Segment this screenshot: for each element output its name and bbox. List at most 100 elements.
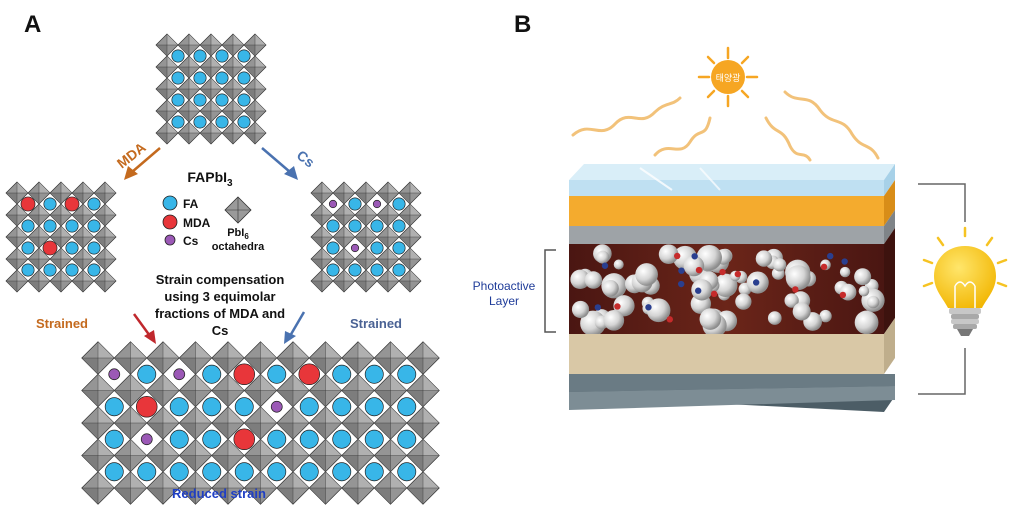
- fa-cation: [370, 219, 384, 233]
- pbi6-octahedron: [113, 471, 148, 505]
- light-rays: [571, 90, 880, 162]
- pbi6-octahedron: [27, 225, 51, 249]
- perovskite-particles: [570, 244, 885, 338]
- perovskite-grain: [755, 250, 773, 267]
- pbi6-octahedron: [221, 33, 245, 57]
- perovskite-grain: [635, 263, 658, 286]
- perovskite-grain: [839, 266, 851, 278]
- cs-arrow: Cs: [261, 147, 318, 180]
- pbi6-octahedron: [398, 203, 422, 227]
- perovskite-grain: [854, 310, 879, 335]
- pbi6-octahedron: [49, 247, 73, 271]
- pbi6-octahedron: [221, 55, 245, 79]
- pbi6-octahedron: [27, 203, 51, 227]
- pbi6-octahedron: [177, 121, 201, 145]
- pbi6-octahedron: [27, 181, 51, 205]
- lattice-mda-strained: [5, 181, 117, 293]
- legend-mda-marker: [162, 214, 178, 230]
- pbi6-octahedron: [71, 247, 95, 271]
- pbi6-octahedron: [276, 471, 310, 505]
- fa-cation: [215, 71, 229, 85]
- pbi6-octahedron: [310, 181, 334, 205]
- pbi6-octahedron: [376, 225, 400, 249]
- perovskite-grain: [646, 298, 671, 323]
- dopant-ion: [614, 303, 621, 310]
- pbi6-octahedron: [373, 438, 408, 473]
- pbi6-octahedron: [341, 406, 375, 440]
- pbi6-octahedron: [310, 203, 334, 227]
- fa-cation: [392, 241, 406, 255]
- pbi6-octahedron: [310, 225, 334, 249]
- pbi6-octahedron: [146, 471, 180, 505]
- fa-cation: [65, 263, 79, 277]
- fa-cation: [169, 429, 189, 449]
- perovskite-grain: [603, 310, 625, 331]
- fa-cation: [332, 462, 352, 482]
- pbi6-octahedron: [243, 121, 267, 145]
- fa-cation: [193, 93, 207, 107]
- dopant-ion: [677, 280, 685, 288]
- fa-cation: [299, 397, 319, 417]
- fa-cation: [21, 241, 35, 255]
- fa-cation: [171, 93, 185, 107]
- pbi6-octahedron: [354, 181, 378, 205]
- fa-cation: [104, 429, 124, 449]
- fa-cation: [370, 263, 384, 277]
- perovskite-grain: [819, 309, 832, 323]
- fa-cation: [234, 462, 254, 482]
- pbi6-octahedron: [81, 438, 115, 473]
- legend: FA MDA Cs PbI6 octahedra: [162, 195, 265, 253]
- dopant-ion: [839, 291, 847, 299]
- pbi6-octahedron: [398, 181, 422, 205]
- fa-cation: [87, 241, 101, 255]
- fa-cation: [202, 364, 222, 384]
- fa-cation: [43, 219, 57, 233]
- pbi6-octahedron: [221, 99, 245, 123]
- fa-cation: [237, 115, 251, 129]
- glass-layer: [569, 164, 895, 196]
- strain-line-1: Strain compensation: [156, 272, 285, 287]
- pbi6-octahedron: [243, 373, 278, 408]
- fa-cation: [332, 429, 352, 449]
- dopant-ion: [694, 287, 702, 294]
- pbi6-octahedron: [199, 77, 223, 101]
- sun-icon: 태양광: [697, 46, 759, 108]
- pbi6-octahedron: [177, 77, 201, 101]
- pbi6-octahedron: [341, 471, 375, 505]
- perovskite-grain: [596, 250, 610, 264]
- pbi6-octahedron: [211, 373, 245, 408]
- fa-cation: [326, 219, 340, 233]
- pbi6-octahedron: [5, 203, 29, 227]
- pbi6-octahedron: [243, 406, 278, 440]
- pbi6-octahedron: [81, 471, 115, 505]
- dopant-ion: [691, 253, 698, 260]
- strain-compensation-text: Strain compensation using 3 equimolar fr…: [155, 272, 285, 338]
- pbi6-octahedron: [243, 33, 267, 57]
- mda-cation: [42, 240, 58, 256]
- circuit-wire: [918, 183, 966, 395]
- pbi6-octahedron: [308, 373, 343, 408]
- pbi6-octahedron: [243, 438, 278, 473]
- pbi6-octahedron: [398, 269, 422, 293]
- fa-cation: [65, 219, 79, 233]
- pbi6-octahedron: [373, 406, 408, 440]
- legend-fa-label: FA: [183, 197, 199, 211]
- perovskite-grain: [858, 285, 870, 297]
- bottom-caption: Reduced strain: [172, 486, 266, 501]
- legend-cs-marker: [164, 234, 176, 246]
- fa-cation: [87, 197, 101, 211]
- lattice-cs-strained: [310, 181, 422, 293]
- perovskite-grain: [613, 259, 624, 270]
- fa-cation: [202, 429, 222, 449]
- cs-cation: [108, 368, 121, 381]
- pbi6-octahedron: [332, 247, 356, 271]
- pbi6-octahedron: [376, 181, 400, 205]
- pbi6-octahedron: [276, 373, 310, 408]
- interlayer: [569, 210, 895, 244]
- device-stack: [569, 164, 895, 412]
- pbi6-octahedron: [5, 269, 29, 293]
- dopant-ion: [719, 268, 726, 276]
- arrow-to-reduced-right: [284, 311, 306, 344]
- fa-cation: [21, 219, 35, 233]
- dopant-ion: [734, 270, 742, 278]
